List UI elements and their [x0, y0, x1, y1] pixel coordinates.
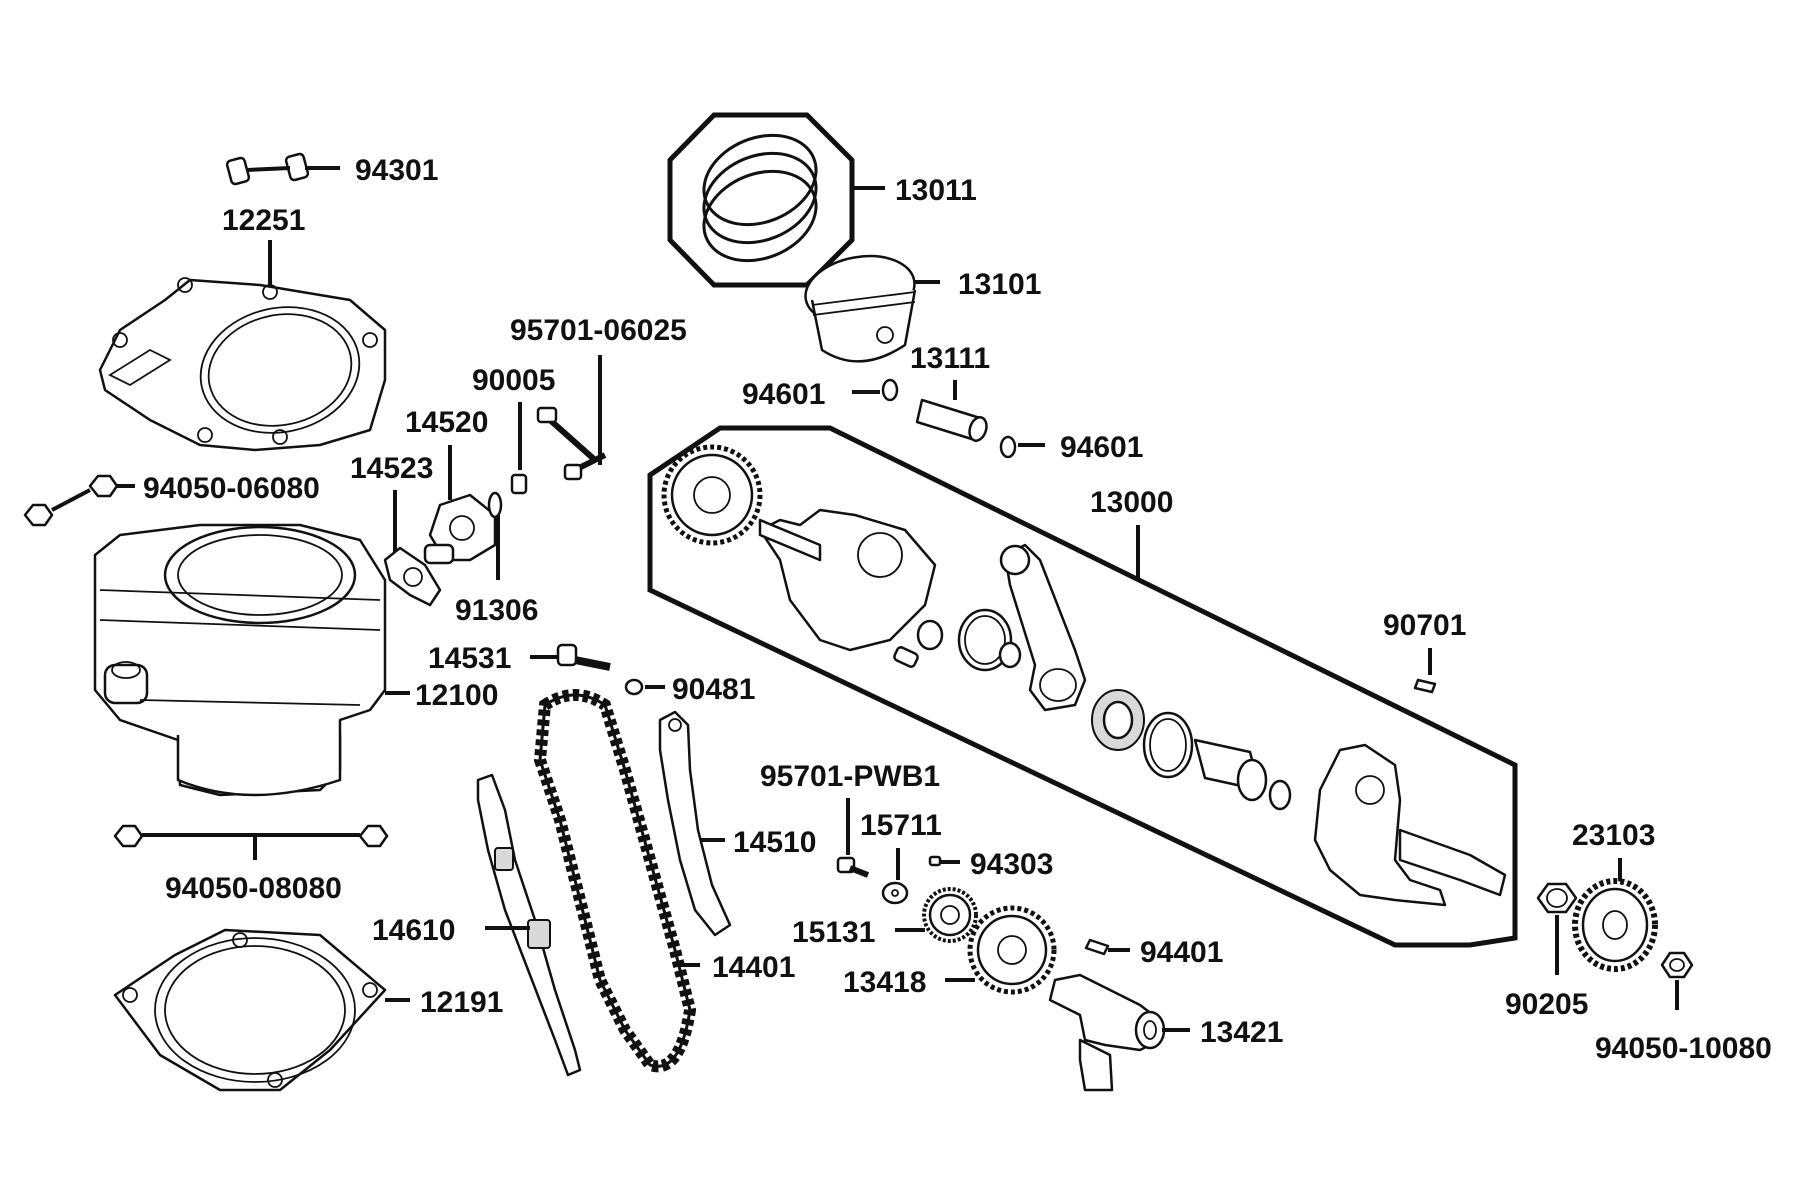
label-12191: 12191	[420, 986, 503, 1019]
bolt-14531	[556, 643, 611, 671]
label-13000: 13000	[1090, 486, 1173, 519]
circlip-94601-left	[852, 378, 899, 402]
cylinder-12100	[93, 523, 387, 797]
label-90205: 90205	[1505, 988, 1588, 1021]
label-14510: 14510	[733, 826, 816, 859]
balancer-shaft-13421	[1048, 973, 1166, 1092]
tensioner-gasket-14523	[383, 546, 442, 607]
label-90701: 90701	[1383, 609, 1466, 642]
label-23103: 23103	[1572, 819, 1655, 852]
label-94401: 94401	[1140, 936, 1223, 969]
label-13101: 13101	[958, 268, 1041, 301]
label-91306: 91306	[455, 594, 538, 627]
label-95701-PWB1: 95701-PWB1	[760, 760, 940, 793]
label-95701-06025: 95701-06025	[510, 314, 687, 347]
label-90481: 90481	[672, 673, 755, 706]
label-13421: 13421	[1200, 1016, 1283, 1049]
o-ring-91306	[487, 491, 503, 580]
label-14401: 14401	[712, 951, 795, 984]
bolt-95701-PWB1	[836, 856, 870, 878]
head-gasket-12251	[98, 277, 387, 452]
gear-15131	[922, 887, 978, 943]
gear-13418	[967, 905, 1057, 995]
key-90701	[1413, 678, 1437, 694]
label-94301: 94301	[355, 154, 438, 187]
timing-chain-14401	[533, 689, 697, 1073]
nut-94050-10080	[1660, 951, 1694, 1010]
washer-90481	[624, 678, 665, 696]
label-94050-10080: 94050-10080	[1595, 1032, 1772, 1065]
label-13011: 13011	[895, 174, 977, 207]
label-94601-left: 94601	[742, 378, 825, 411]
chain-guide-14610	[476, 773, 582, 1077]
nut-90205	[1536, 882, 1578, 975]
dowel-pins-94301	[225, 152, 340, 186]
key-94401	[1084, 938, 1130, 956]
label-12100: 12100	[415, 679, 498, 712]
piston-13101	[804, 254, 917, 363]
circlip-94601-right	[999, 435, 1045, 459]
crankshaft-assembly-13000	[647, 425, 1518, 948]
tensioner-14520	[423, 493, 497, 565]
piston-pin-13111	[915, 398, 988, 442]
label-94050-06080: 94050-06080	[143, 472, 320, 505]
label-94601-right: 94601	[1060, 431, 1143, 464]
label-13418: 13418	[843, 966, 926, 999]
chain-guide-14510	[658, 710, 732, 937]
label-14520: 14520	[405, 406, 488, 439]
piston-rings-13011	[667, 112, 855, 288]
pin-94303	[928, 855, 960, 867]
label-13111: 13111	[910, 342, 990, 375]
washer-15711	[881, 881, 909, 905]
label-14531: 14531	[428, 642, 511, 675]
label-15711: 15711	[860, 809, 942, 842]
base-gasket-12191	[113, 928, 387, 1092]
bolt-90005	[510, 473, 528, 495]
label-15131: 15131	[792, 916, 875, 949]
label-90005: 90005	[472, 364, 555, 397]
gear-23103	[1572, 878, 1658, 972]
label-94303: 94303	[970, 848, 1053, 881]
label-12251: 12251	[222, 204, 305, 237]
label-14610: 14610	[372, 914, 455, 947]
nuts-94050-08080	[113, 824, 389, 860]
bolts-95701-06025	[536, 406, 607, 481]
label-94050-08080: 94050-08080	[165, 872, 342, 905]
nuts-94050-06080	[23, 474, 135, 527]
label-14523: 14523	[350, 452, 433, 485]
